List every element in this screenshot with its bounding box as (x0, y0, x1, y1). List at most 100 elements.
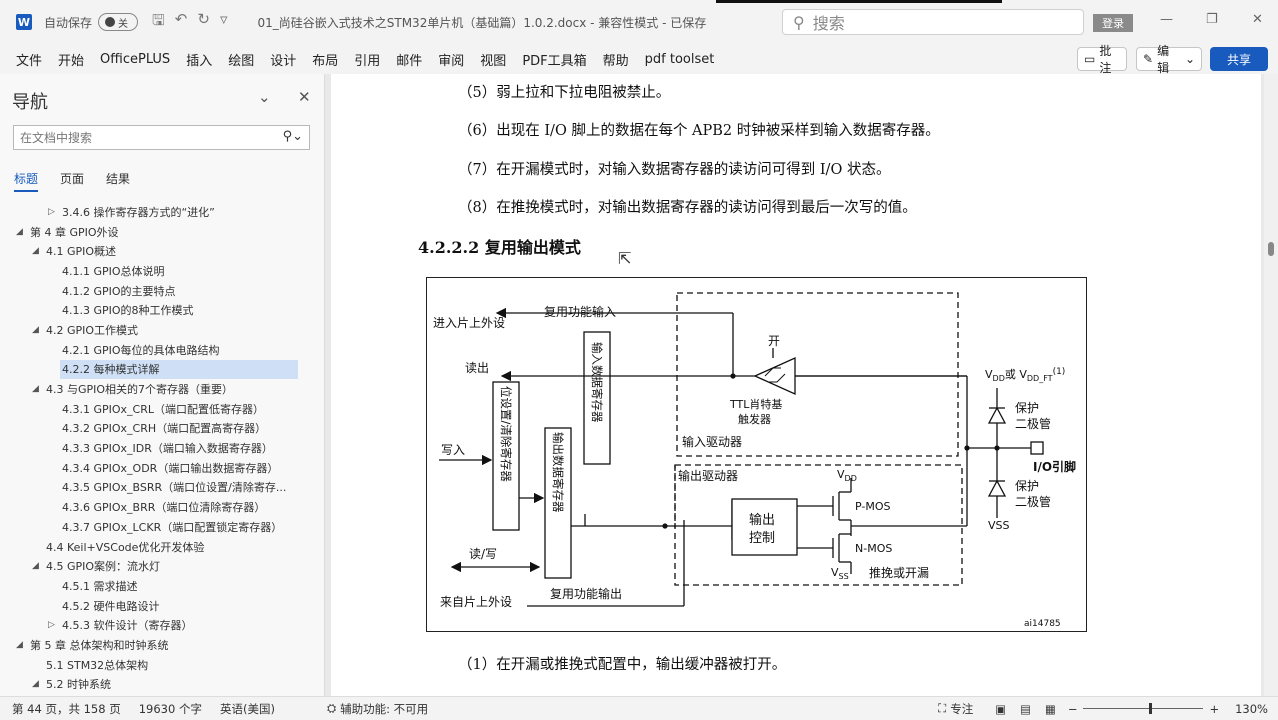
expand-icon[interactable]: ▷ (48, 206, 55, 217)
nav-tab[interactable]: 结果 (106, 172, 131, 186)
customize-icon[interactable]: ▿ (219, 9, 228, 28)
nav-heading-item[interactable]: ◢第 5 章 总体架构和时钟系统 (0, 635, 324, 655)
collapse-icon[interactable]: ◢ (32, 561, 39, 572)
save-icon[interactable]: 🖫 (152, 10, 165, 29)
nav-heading-item[interactable]: ▷ 4.5.3 软件设计（寄存器） (0, 615, 324, 635)
web-layout-icon[interactable]: ▦ (1044, 701, 1056, 716)
vertical-scrollbar[interactable] (1264, 74, 1278, 696)
mouse-cursor-icon: ⇱ (618, 249, 632, 268)
nav-heading-label: 4.3.5 GPIOx_BSRR（端口位设置/清除寄存... (62, 481, 287, 495)
ribbon-tab[interactable]: pdf toolset (644, 51, 715, 67)
nav-heading-item[interactable]: ◢4.5 GPIO案例：流水灯 (0, 556, 324, 576)
collapse-icon[interactable]: ◢ (16, 226, 23, 237)
word-count[interactable]: 19630 个字 (138, 701, 202, 716)
zoom-handle[interactable] (1149, 703, 1153, 714)
ribbon-tab[interactable]: 审阅 (438, 53, 465, 69)
nav-heading-item[interactable]: 4.3.3 GPIOx_IDR（端口输入数据寄存器） (0, 438, 324, 458)
nav-tab[interactable]: 标题 (14, 170, 39, 192)
collapse-icon[interactable]: ◢ (32, 384, 39, 395)
nav-heading-item[interactable]: ◢4.3 与GPIO相关的7个寄存器（重要） (0, 379, 324, 399)
share-label: 共享 (1226, 52, 1251, 67)
nav-heading-item[interactable]: 4.5.1 需求描述 (0, 576, 324, 596)
print-layout-icon[interactable]: ▤ (1020, 701, 1031, 716)
nav-heading-item[interactable]: ◢ 5.2 时钟系统 (0, 675, 324, 695)
collapse-icon[interactable]: ◢ (32, 246, 39, 257)
focus-mode[interactable]: 专注 (950, 701, 974, 716)
ribbon-tab[interactable]: OfficePLUS (100, 51, 171, 67)
nav-heading-item[interactable]: 4.2.1 GPIO每位的具体电路结构 (0, 340, 324, 360)
read-mode-icon[interactable]: ▣ (995, 701, 1007, 716)
search-placeholder: 搜索 (812, 14, 845, 33)
nav-heading-label: 5.2 时钟系统 (46, 678, 111, 692)
document-title[interactable]: 01_尚硅谷嵌入式技术之STM32单片机（基础篇）1.0.2.docx - 兼容… (257, 15, 707, 30)
minimize-icon[interactable]: — (1160, 12, 1173, 27)
nav-close-icon[interactable]: ✕ (298, 88, 311, 106)
collapse-icon[interactable]: ◢ (16, 639, 23, 650)
autosave-toggle[interactable]: 关 (98, 13, 139, 31)
ribbon-tab[interactable]: 插入 (186, 53, 213, 69)
nav-heading-item[interactable]: 4.5.2 硬件电路设计 (0, 596, 324, 616)
document-page[interactable]: （5）弱上拉和下拉电阻被禁止。 （6）出现在 I/O 脚上的数据在每个 APB2… (331, 74, 1261, 696)
redo-icon[interactable]: ↻ (197, 9, 210, 28)
ribbon-tab[interactable]: 开始 (58, 53, 85, 69)
section-heading: 4.2.2.2 复用输出模式 (418, 238, 581, 257)
scroll-thumb[interactable] (1268, 242, 1274, 256)
ribbon-tab[interactable]: 引用 (354, 53, 381, 69)
nav-heading-item[interactable]: ▷3.4.6 操作寄存器方式的“进化” (0, 202, 324, 222)
ribbon-tab[interactable]: 帮助 (602, 53, 629, 69)
nav-options-icon[interactable]: ⌄ (258, 88, 271, 106)
nav-search-input[interactable]: 在文档中搜索 ⚲⌄ (13, 125, 310, 150)
ribbon-tab[interactable]: 文件 (16, 53, 43, 69)
nav-heading-item[interactable]: ▷4.2.2 每种模式详解 (60, 359, 298, 380)
autosave-label: 自动保存 (44, 15, 93, 30)
accessibility-status[interactable]: 辅助功能: 不可用 (340, 701, 429, 716)
ribbon-tab[interactable]: 设计 (270, 53, 297, 69)
nav-search-placeholder: 在文档中搜索 (20, 131, 93, 145)
nav-heading-item[interactable]: ◢4.1 GPIO概述 (0, 241, 324, 261)
ribbon-tab[interactable]: PDF工具箱 (522, 53, 587, 69)
search-box[interactable]: ⚲ 搜索 (782, 9, 1084, 35)
ribbon-tab[interactable]: 绘图 (228, 53, 255, 69)
ribbon-tab[interactable]: 布局 (312, 53, 339, 69)
share-button[interactable]: 共享 (1210, 47, 1268, 71)
nav-heading-item[interactable]: 4.3.4 GPIOx_ODR（端口输出数据寄存器） (0, 458, 324, 478)
edit-mode-button[interactable]: ✎编辑⌄ (1136, 44, 1202, 75)
nav-heading-item[interactable]: 4.4 Keil+VSCode优化开发体验 (0, 537, 324, 557)
nav-heading-item[interactable]: 4.1.2 GPIO的主要特点 (0, 281, 324, 301)
expand-icon[interactable]: ▷ (48, 620, 55, 631)
collapse-icon[interactable]: ◢ (32, 679, 39, 690)
ribbon-tab[interactable]: 邮件 (396, 53, 423, 69)
nav-heading-label: 4.5.2 硬件电路设计 (62, 599, 160, 613)
search-icon[interactable]: ⚲⌄ (282, 129, 303, 144)
nav-heading-item[interactable]: 4.3.5 GPIOx_BSRR（端口位设置/清除寄存... (0, 478, 324, 498)
nav-heading-item[interactable]: ◢第 4 章 GPIO外设 (0, 222, 324, 242)
nav-tab[interactable]: 页面 (60, 172, 85, 186)
label-protect-2-b: 二极管 (1015, 494, 1051, 509)
nav-heading-item[interactable]: 5.1 STM32总体架构 (0, 655, 324, 675)
overlay-bar (716, 0, 1002, 3)
zoom-out-icon[interactable]: − (1067, 701, 1078, 716)
maximize-icon[interactable]: ❐ (1206, 12, 1218, 27)
nav-heading-label: 4.2 GPIO工作模式 (46, 323, 139, 337)
nav-heading-item[interactable]: 4.1.1 GPIO总体说明 (0, 261, 324, 281)
zoom-in-icon[interactable]: + (1209, 701, 1220, 716)
login-button[interactable]: 登录 (1093, 14, 1133, 32)
undo-icon[interactable]: ↶ (174, 9, 188, 28)
nav-heading-item[interactable]: 4.3.1 GPIOx_CRL（端口配置低寄存器） (0, 399, 324, 419)
page-count[interactable]: 第 44 页，共 158 页 (12, 701, 121, 716)
close-window-icon[interactable]: ✕ (1252, 12, 1263, 27)
nav-heading-item[interactable]: 4.3.2 GPIOx_CRH（端口配置高寄存器） (0, 419, 324, 439)
autosave[interactable]: 自动保存 关 (44, 13, 139, 31)
comment-button[interactable]: ▭批注 (1077, 44, 1127, 75)
nav-heading-item[interactable]: 4.1.3 GPIO的8种工作模式 (0, 300, 324, 320)
doc-line-5: （5）弱上拉和下拉电阻被禁止。 (458, 85, 671, 101)
language[interactable]: 英语(美国) (219, 701, 275, 716)
zoom-slider[interactable] (1083, 703, 1204, 714)
collapse-icon[interactable]: ◢ (32, 324, 39, 335)
nav-heading-item[interactable]: 4.3.7 GPIOx_LCKR（端口配置锁定寄存器） (0, 517, 324, 537)
zoom-level[interactable]: 130% (1235, 701, 1268, 716)
nav-heading-item[interactable]: 4.3.6 GPIOx_BRR（端口位清除寄存器） (0, 497, 324, 517)
nav-heading-item[interactable]: ◢ 4.2 GPIO工作模式 (0, 320, 324, 340)
ribbon-tab[interactable]: 视图 (480, 53, 507, 69)
nav-heading-label: 4.5.3 软件设计（寄存器） (62, 619, 193, 633)
